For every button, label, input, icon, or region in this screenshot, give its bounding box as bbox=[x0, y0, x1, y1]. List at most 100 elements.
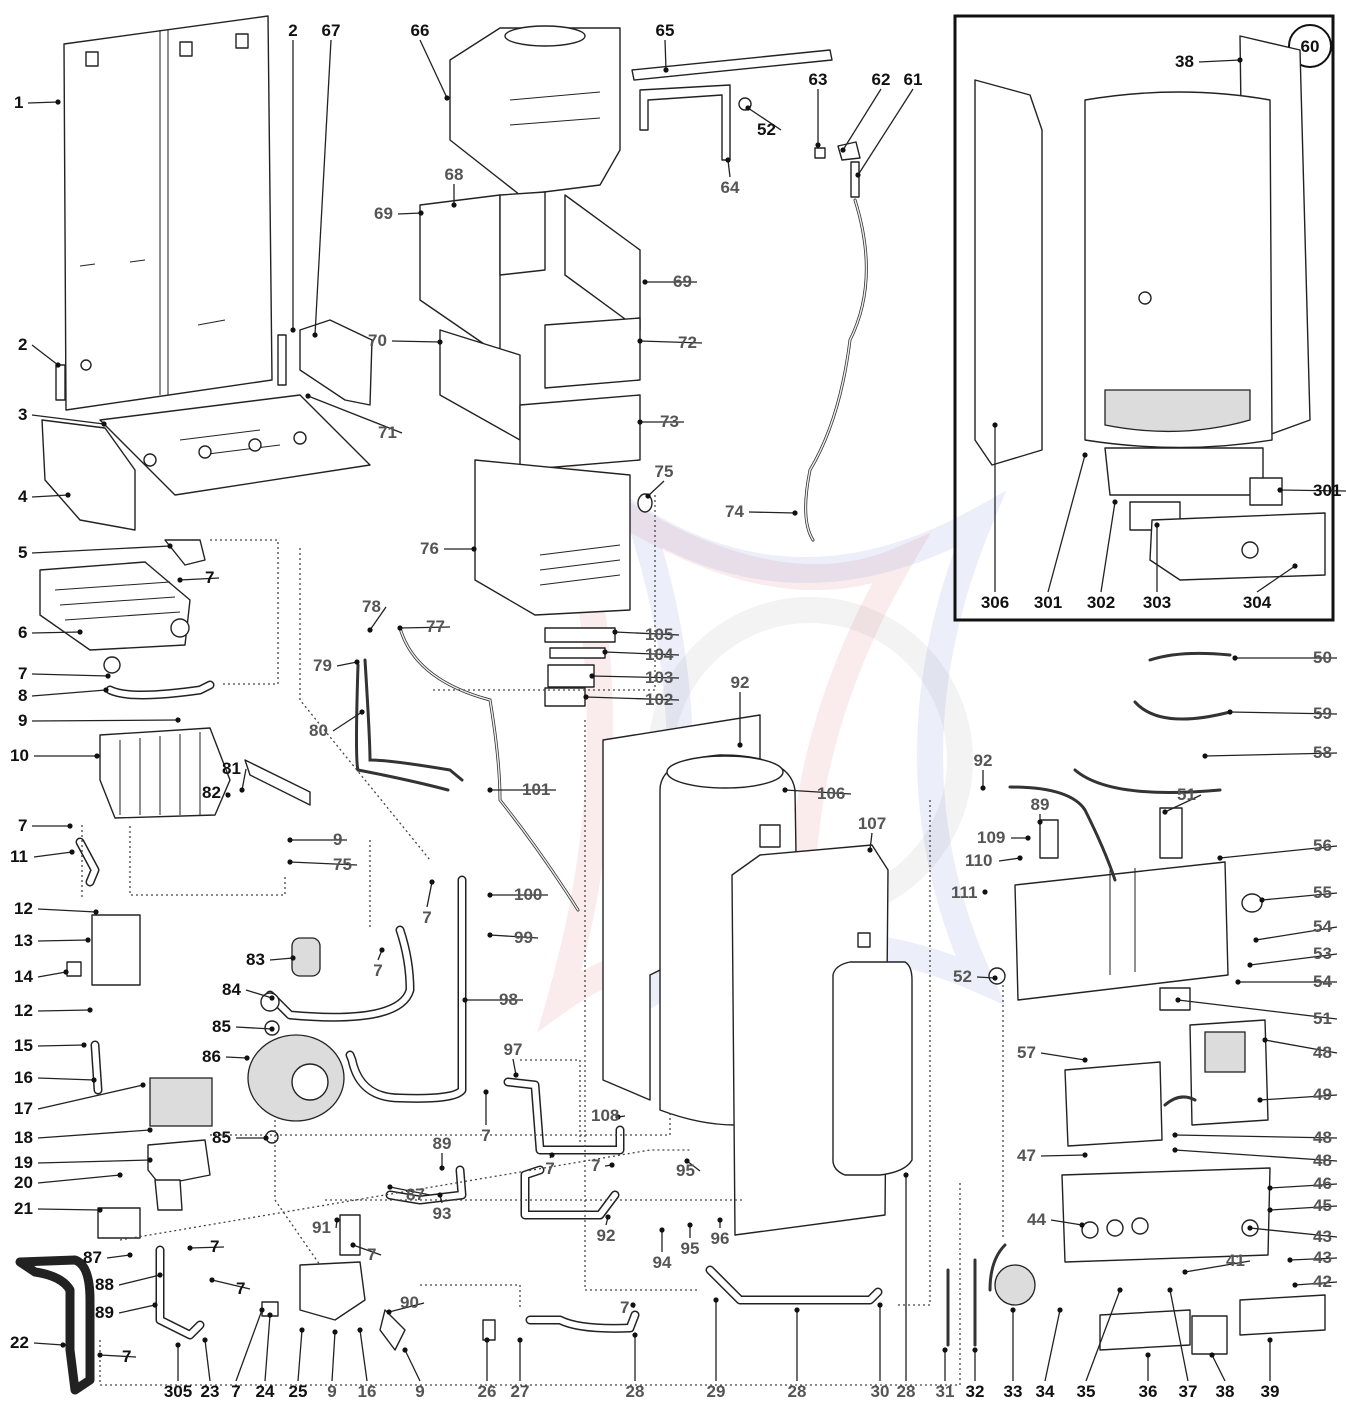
leader-dot bbox=[1182, 1269, 1188, 1275]
part-number: 1 bbox=[14, 93, 23, 112]
leader-dot bbox=[687, 1222, 693, 1228]
part-label-21: 21 bbox=[14, 1199, 103, 1218]
part-number: 7 bbox=[122, 1347, 131, 1366]
part-number: 93 bbox=[433, 1204, 452, 1223]
leader-line bbox=[336, 661, 358, 667]
leader-line bbox=[1100, 501, 1116, 593]
part-label-33: 33 bbox=[1004, 1307, 1022, 1401]
part-number: 43 bbox=[1313, 1227, 1332, 1246]
leader-line bbox=[269, 957, 294, 961]
leader-dot bbox=[792, 510, 798, 516]
part-label-50: 50 bbox=[1232, 648, 1337, 667]
part-label-4: 4 bbox=[18, 487, 71, 506]
part-number: 23 bbox=[201, 1382, 220, 1401]
part-number: 92 bbox=[974, 751, 993, 770]
part-number: 38 bbox=[1216, 1382, 1235, 1401]
leader-dot bbox=[263, 1135, 269, 1141]
part-number: 58 bbox=[1313, 743, 1332, 762]
bottom-tray bbox=[41, 319, 373, 531]
part-number: 21 bbox=[14, 1199, 33, 1218]
part-number: 55 bbox=[1313, 883, 1332, 902]
leader-line bbox=[1259, 1094, 1338, 1101]
part-number: 47 bbox=[1017, 1146, 1036, 1165]
leader-dot bbox=[81, 1042, 87, 1048]
leader-line bbox=[1177, 999, 1338, 1020]
leader-dot bbox=[209, 1277, 215, 1283]
leader-line bbox=[106, 1254, 131, 1259]
part-number: 74 bbox=[725, 502, 744, 521]
leader-line bbox=[204, 1339, 211, 1382]
part-number: 304 bbox=[1243, 593, 1272, 612]
leader-line bbox=[664, 39, 667, 71]
part-number: 90 bbox=[400, 1293, 419, 1312]
part-label-83: 83 bbox=[246, 950, 296, 969]
leader-line bbox=[118, 1304, 156, 1314]
leader-dot bbox=[97, 1207, 103, 1213]
heat-exchanger bbox=[39, 539, 206, 674]
leader-line bbox=[352, 1244, 382, 1256]
leader-line bbox=[1169, 1289, 1189, 1382]
part-label-7: 7 bbox=[373, 947, 385, 980]
part-label-38: 38 bbox=[1209, 1352, 1234, 1401]
leader-dot bbox=[794, 1307, 800, 1313]
leader-dot bbox=[299, 1327, 305, 1333]
part-number: 16 bbox=[14, 1068, 33, 1087]
part-label-10: 10 bbox=[10, 746, 100, 765]
part-number: 99 bbox=[514, 928, 533, 947]
leader-dot bbox=[992, 422, 998, 428]
leader-dot bbox=[69, 849, 75, 855]
leader-dot bbox=[429, 879, 435, 885]
part-label-92: 92 bbox=[597, 1214, 615, 1245]
part-number: 88 bbox=[95, 1275, 114, 1294]
leader-dot bbox=[67, 823, 73, 829]
part-number: 103 bbox=[645, 668, 673, 687]
leader-dot bbox=[632, 1332, 638, 1338]
leader-dot bbox=[85, 937, 91, 943]
part-label-7: 7 bbox=[422, 879, 435, 927]
leader-dot bbox=[1217, 855, 1223, 861]
leader-line bbox=[784, 789, 852, 795]
part-label-2: 2 bbox=[18, 335, 61, 368]
part-number: 102 bbox=[645, 690, 673, 709]
leader-dot bbox=[105, 673, 111, 679]
part-number: 20 bbox=[14, 1173, 33, 1192]
leader-dot bbox=[1082, 1152, 1088, 1158]
part-number: 11 bbox=[10, 847, 28, 866]
part-label-70: 70 bbox=[368, 331, 443, 350]
part-label-46: 46 bbox=[1267, 1174, 1338, 1193]
part-number: 110 bbox=[965, 851, 992, 870]
leader-dot bbox=[1079, 1222, 1085, 1228]
leader-dot bbox=[1227, 709, 1233, 715]
part-number: 305 bbox=[164, 1382, 192, 1401]
leader-dot bbox=[437, 339, 443, 345]
gas-valve bbox=[66, 914, 213, 1239]
part-label-92: 92 bbox=[731, 673, 749, 748]
leader-dot bbox=[1162, 809, 1168, 815]
part-number: 111 bbox=[951, 883, 978, 902]
leader-dot bbox=[1257, 1097, 1263, 1103]
part-number: 15 bbox=[14, 1036, 33, 1055]
leader-dot bbox=[589, 673, 595, 679]
part-label-24: 24 bbox=[256, 1312, 275, 1401]
part-label-303: 303 bbox=[1143, 522, 1171, 612]
leader-line bbox=[1264, 1039, 1338, 1054]
part-number: 71 bbox=[378, 423, 397, 442]
leader-dot bbox=[147, 1127, 153, 1133]
part-label-39: 39 bbox=[1261, 1337, 1279, 1401]
part-number: 45 bbox=[1313, 1196, 1332, 1215]
part-number: 16 bbox=[358, 1382, 377, 1401]
leader-line bbox=[331, 1331, 336, 1382]
part-label-45: 45 bbox=[1267, 1196, 1338, 1215]
part-label-28: 28 bbox=[626, 1332, 644, 1401]
part-label-9: 9 bbox=[18, 711, 181, 730]
leader-line bbox=[1164, 794, 1202, 813]
leader-dot bbox=[451, 202, 457, 208]
part-number: 108 bbox=[591, 1106, 619, 1125]
part-number: 8 bbox=[18, 686, 27, 705]
leader-line bbox=[1174, 1149, 1338, 1162]
part-number: 7 bbox=[545, 1159, 554, 1178]
part-number: 7 bbox=[18, 664, 27, 683]
part-label-16: 16 bbox=[357, 1327, 376, 1401]
leader-dot bbox=[1267, 1207, 1273, 1213]
